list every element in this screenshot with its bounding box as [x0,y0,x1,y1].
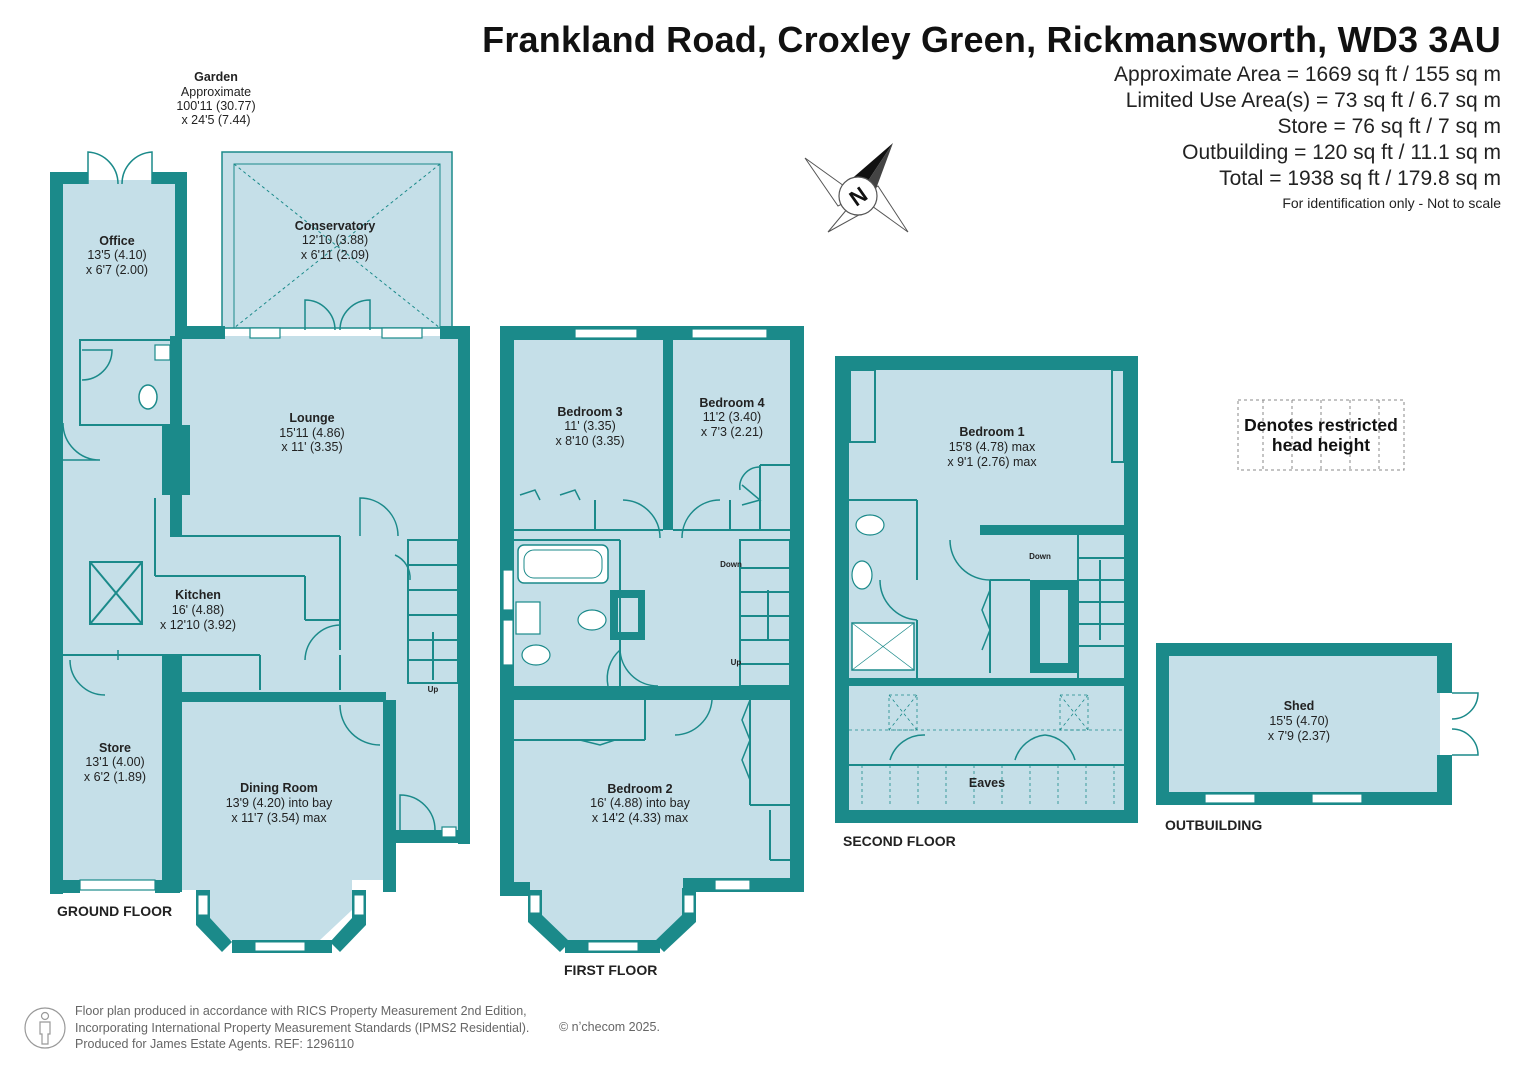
outbuilding-label: OUTBUILDING [1165,817,1262,833]
lounge-dim-1: 15'11 (4.86) [279,426,344,440]
footer-line-3: Produced for James Estate Agents. REF: 1… [75,1037,355,1051]
limited-use-area: Limited Use Area(s) = 73 sq ft / 6.7 sq … [1125,89,1501,112]
kitchen-name: Kitchen [175,588,221,602]
bedroom-2-dim-2: x 14'2 (4.33) max [592,811,689,825]
copyright: © nʼchecom 2025. [559,1020,660,1034]
conservatory-dim-2: x 6'11 (2.09) [301,248,369,262]
restricted-height-legend: Denotes restricted head height [1237,399,1405,471]
approximate-area: Approximate Area = 1669 sq ft / 155 sq m [1114,63,1501,86]
store-name: Store [99,741,131,755]
office-dim-2: x 6'7 (2.00) [86,263,148,277]
garden-name: Garden [194,70,238,84]
eaves-name: Eaves [969,776,1005,790]
garden-line-2: 100'11 (30.77) [176,99,255,113]
bedroom-1-dim-2: x 9'1 (2.76) max [947,455,1037,469]
outbuilding [1156,643,1479,805]
kitchen-dim-2: x 12'10 (3.92) [160,618,236,632]
shed-dim-1: 15'5 (4.70) [1269,714,1328,728]
store-dim-1: 13'1 (4.00) [85,755,144,769]
footer-line-1: Floor plan produced in accordance with R… [75,1004,527,1018]
bedroom-2-name: Bedroom 2 [607,782,672,796]
office-dim-1: 13'5 (4.10) [87,248,146,262]
conservatory-dim-1: 12'10 (3.88) [302,233,368,247]
dining-room-name: Dining Room [240,781,318,795]
garden-line-3: x 24'5 (7.44) [181,113,250,127]
bedroom-1-dim-1: 15'8 (4.78) max [949,440,1036,454]
first-floor [500,326,804,953]
office-name: Office [99,234,134,248]
legend-line-1: Denotes restricted [1244,415,1398,435]
legend-line-2: head height [1272,435,1370,455]
shed-dim-2: x 7'9 (2.37) [1268,729,1330,743]
compass-icon: N [804,143,909,233]
ground-floor [50,151,470,953]
lounge-dim-2: x 11' (3.35) [281,440,342,454]
first-floor-label: FIRST FLOOR [564,962,657,978]
dining-room-dim-1: 13'9 (4.20) into bay [226,796,333,810]
second-floor [835,356,1138,823]
header: Frankland Road, Croxley Green, Rickmansw… [401,18,1501,214]
footer-line-2: Incorporating International Property Mea… [75,1020,530,1035]
store-area: Store = 76 sq ft / 7 sq m [1277,115,1501,138]
bedroom-4-dim-1: 11'2 (3.40) [703,410,761,424]
store-dim-2: x 6'2 (1.89) [84,770,146,784]
identification-note: For identification only - Not to scale [1282,195,1501,211]
first-stair-up-label: Up [731,658,742,667]
conservatory-name: Conservatory [295,219,376,233]
ground-stair-up-label: Up [428,685,439,694]
bedroom-3-dim-1: 11' (3.35) [564,419,616,433]
lounge-name: Lounge [289,411,334,425]
kitchen-dim-1: 16' (4.88) [172,603,224,617]
footer: Floor plan produced in accordance with R… [75,1003,660,1053]
first-stair-down-label: Down [720,560,742,569]
bedroom-3-name: Bedroom 3 [557,405,622,419]
person-scale-icon [24,1007,66,1049]
total-area: Total = 1938 sq ft / 179.8 sq m [1219,167,1501,190]
bedroom-4-dim-2: x 7'3 (2.21) [701,425,763,439]
second-stair-down-label: Down [1029,552,1051,561]
second-floor-label: SECOND FLOOR [843,833,956,849]
garden-line-1: Approximate [181,85,251,99]
property-address: Frankland Road, Croxley Green, Rickmansw… [482,19,1501,60]
bedroom-1-name: Bedroom 1 [959,425,1024,439]
bedroom-3-dim-2: x 8'10 (3.35) [555,434,624,448]
bedroom-2-dim-1: 16' (4.88) into bay [590,796,690,810]
shed-name: Shed [1284,699,1315,713]
bedroom-4-name: Bedroom 4 [699,396,764,410]
outbuilding-area: Outbuilding = 120 sq ft / 11.1 sq m [1182,141,1501,164]
dining-room-dim-2: x 11'7 (3.54) max [231,811,327,825]
ground-floor-label: GROUND FLOOR [57,903,172,919]
